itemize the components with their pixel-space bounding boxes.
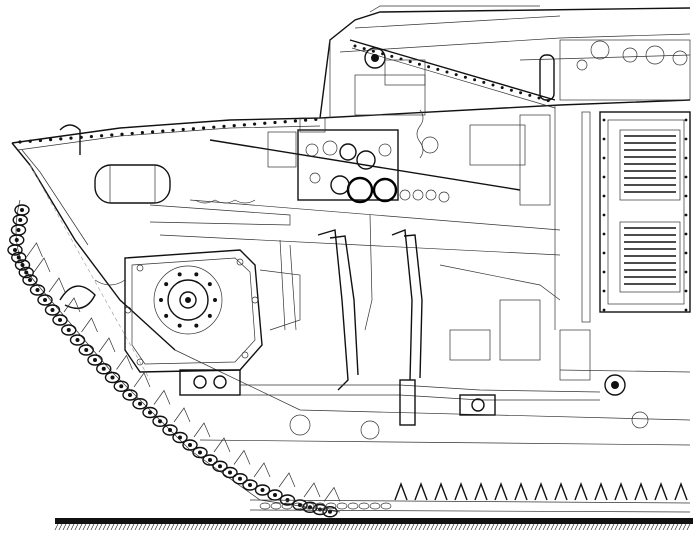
upper-track-run — [7, 199, 341, 518]
hull-outline — [11, 5, 691, 446]
lower-track-run — [249, 482, 691, 513]
front-tanks — [59, 124, 291, 226]
drive-sprocket-housing — [59, 249, 263, 373]
transmission-mechanism — [179, 264, 691, 440]
engine-radiator-grille — [559, 39, 691, 323]
exhaust-pipes — [279, 214, 423, 391]
instrument-panel — [267, 117, 450, 204]
ground-line — [54, 518, 693, 531]
deck-rivets — [18, 44, 688, 312]
cab-fittings — [354, 40, 688, 206]
